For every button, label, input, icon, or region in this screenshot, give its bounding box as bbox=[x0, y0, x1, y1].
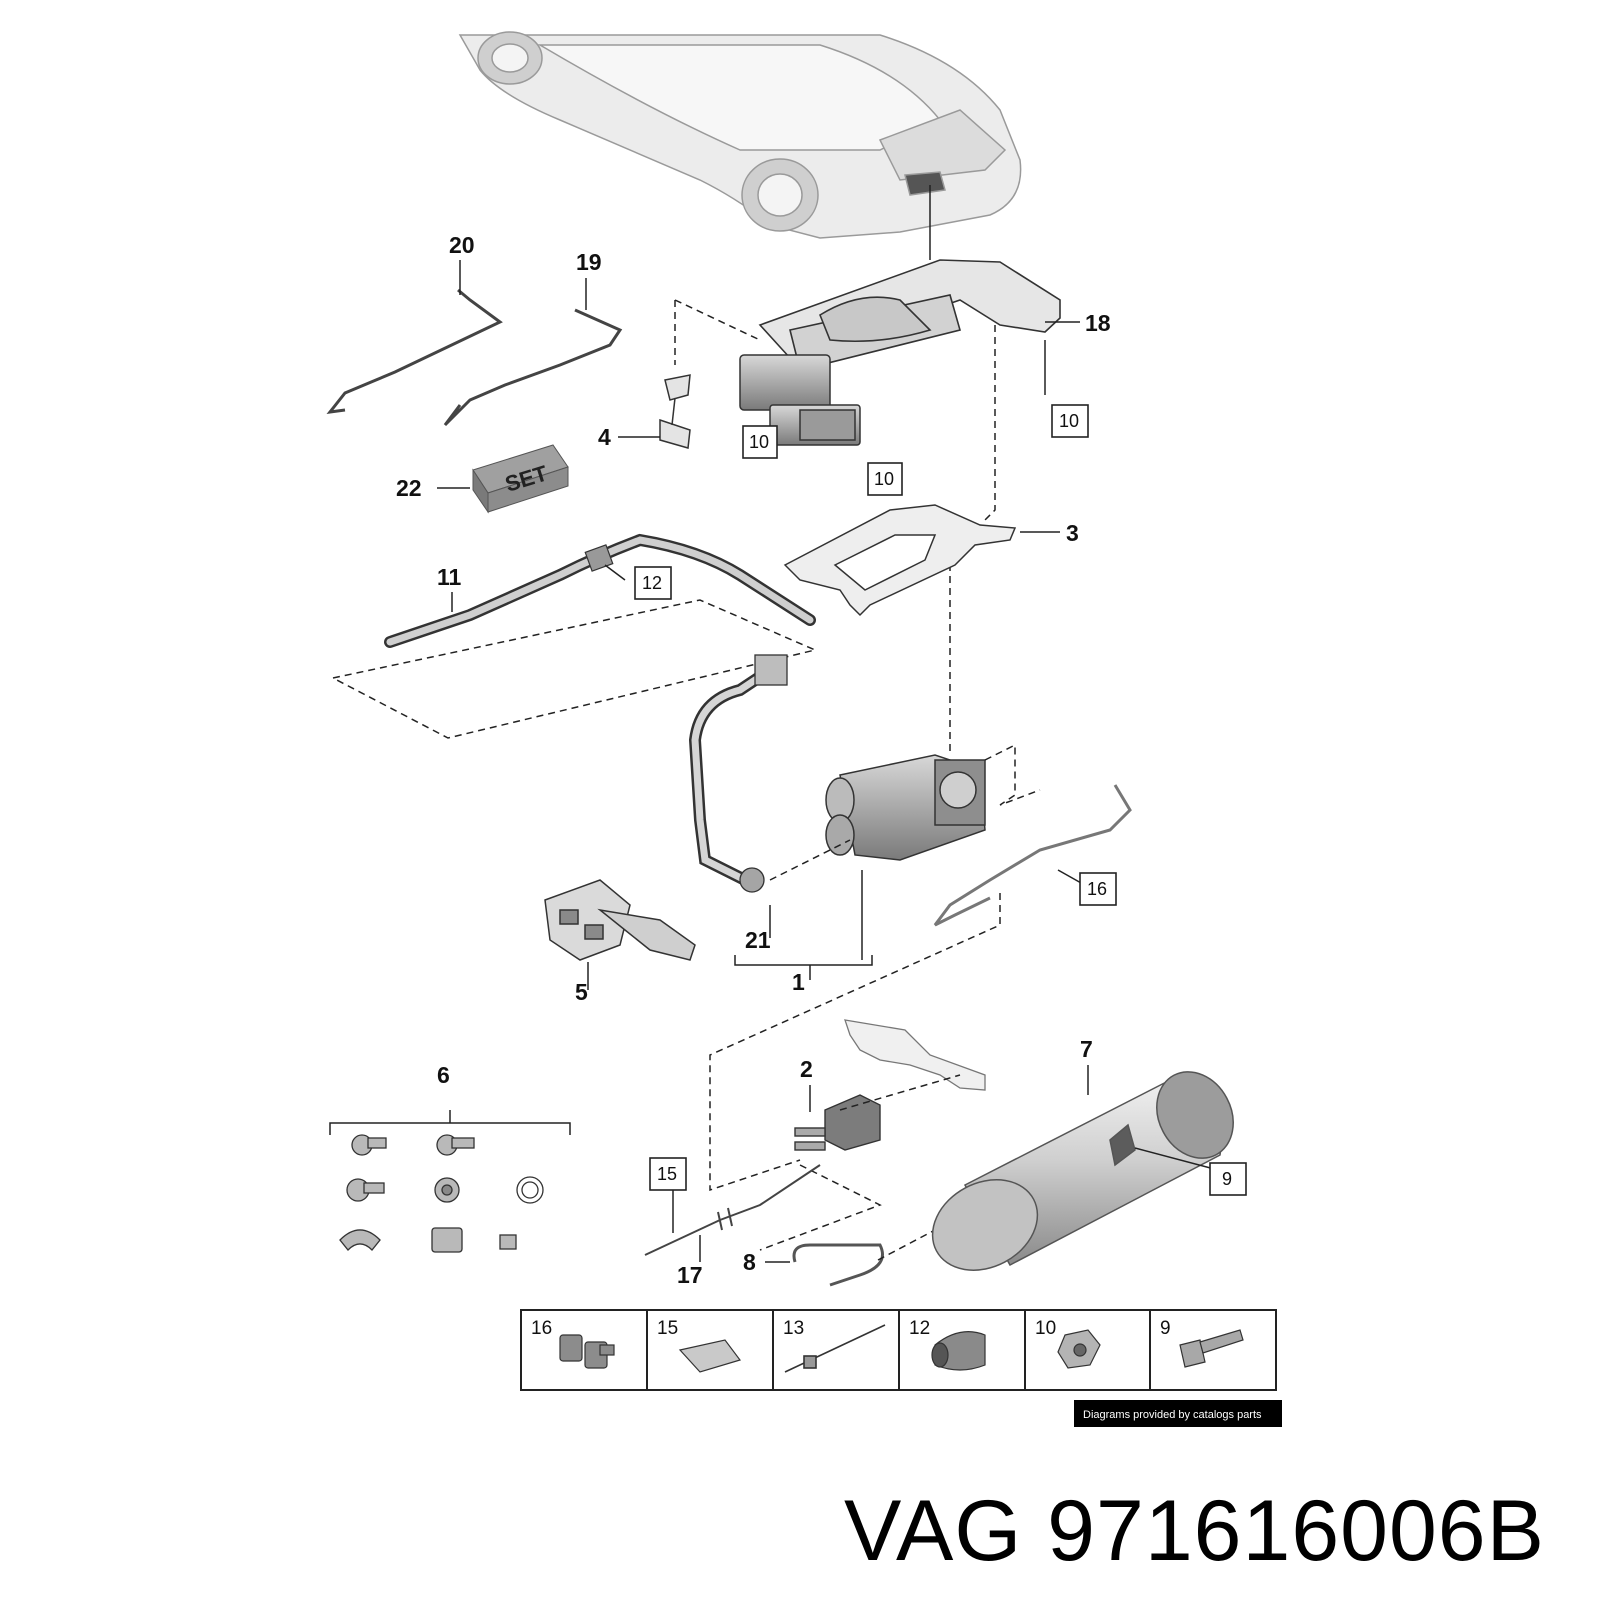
credit-text: Diagrams provided by catalogs parts bbox=[1083, 1409, 1262, 1421]
callout-5: 5 bbox=[575, 979, 588, 1005]
bracket-2 bbox=[844, 1019, 986, 1091]
callout-1: 1 bbox=[792, 969, 805, 995]
legend-table: 16 15 13 12 10 9 bbox=[520, 1309, 1277, 1391]
bracket-6 bbox=[329, 1110, 571, 1135]
hose-11 bbox=[384, 533, 816, 648]
ref-box-10-b: 10 bbox=[867, 462, 903, 496]
legend-label-12: 12 bbox=[909, 1318, 930, 1339]
svg-text:10: 10 bbox=[749, 432, 769, 452]
pressure-tank bbox=[931, 1071, 1234, 1271]
part-number-title: VAG 971616006B bbox=[844, 1483, 1545, 1579]
pipe-19 bbox=[443, 308, 623, 427]
callout-18: 18 bbox=[1085, 310, 1111, 336]
callout-19: 19 bbox=[576, 249, 602, 275]
pipe-20 bbox=[326, 288, 503, 414]
fastener-set bbox=[339, 1134, 544, 1253]
pipe-16 bbox=[933, 784, 1132, 927]
ref-box-16: 16 bbox=[1079, 872, 1117, 906]
svg-text:12: 12 bbox=[642, 573, 662, 593]
callout-8: 8 bbox=[743, 1249, 756, 1275]
ref-box-15: 15 bbox=[649, 1157, 687, 1191]
ref-box-10-a: 10 bbox=[742, 425, 778, 459]
callout-4: 4 bbox=[598, 424, 611, 450]
vehicle-silhouette bbox=[458, 31, 1022, 239]
line-17 bbox=[644, 1164, 821, 1256]
valve-2 bbox=[794, 1094, 881, 1151]
ref-box-12: 12 bbox=[634, 566, 672, 600]
callout-11: 11 bbox=[437, 564, 462, 590]
bracket-5 bbox=[544, 879, 696, 961]
legend-label-16: 16 bbox=[531, 1318, 552, 1339]
svg-text:15: 15 bbox=[657, 1164, 677, 1184]
air-line-21 bbox=[688, 654, 788, 893]
legend-part-16 bbox=[559, 1334, 615, 1369]
dashed-leaders-mid bbox=[709, 743, 1041, 1192]
set-box: SET bbox=[472, 444, 569, 514]
callout-21: 21 bbox=[745, 927, 771, 953]
legend-label-13: 13 bbox=[783, 1318, 804, 1339]
svg-text:10: 10 bbox=[874, 469, 894, 489]
ref-box-10-c: 10 bbox=[1051, 404, 1089, 438]
dashed-box-11 bbox=[330, 599, 818, 739]
bracket-3 bbox=[783, 504, 1017, 617]
callout-22: 22 bbox=[396, 475, 422, 501]
callout-2: 2 bbox=[800, 1056, 813, 1082]
callout-3: 3 bbox=[1066, 520, 1079, 546]
legend-part-13 bbox=[784, 1324, 886, 1373]
dashed-leaders-lower bbox=[759, 1074, 961, 1251]
legend-part-9 bbox=[1179, 1329, 1244, 1368]
svg-text:9: 9 bbox=[1222, 1169, 1232, 1189]
legend-part-10 bbox=[1057, 1329, 1101, 1369]
legend-part-15 bbox=[678, 1339, 741, 1373]
callout-17: 17 bbox=[677, 1262, 703, 1288]
legend-label-10: 10 bbox=[1035, 1318, 1056, 1339]
pipe-8 bbox=[792, 1243, 884, 1287]
svg-text:16: 16 bbox=[1087, 879, 1107, 899]
callout-20: 20 bbox=[449, 232, 475, 258]
svg-text:10: 10 bbox=[1059, 411, 1079, 431]
callout-7: 7 bbox=[1080, 1036, 1093, 1062]
dashed-leaders-top bbox=[674, 299, 996, 755]
valve-block bbox=[739, 354, 861, 446]
callout-6: 6 bbox=[437, 1062, 450, 1088]
legend-label-15: 15 bbox=[657, 1318, 678, 1339]
bracket-1 bbox=[734, 870, 873, 980]
ref-box-9: 9 bbox=[1209, 1162, 1247, 1196]
legend-part-12 bbox=[931, 1331, 986, 1371]
legend-label-9: 9 bbox=[1160, 1318, 1171, 1339]
bracket-4 bbox=[659, 374, 691, 449]
credit-banner: Diagrams provided by catalogs parts bbox=[1074, 1400, 1282, 1427]
carrier-frame bbox=[758, 259, 1061, 371]
compressor bbox=[825, 754, 986, 861]
